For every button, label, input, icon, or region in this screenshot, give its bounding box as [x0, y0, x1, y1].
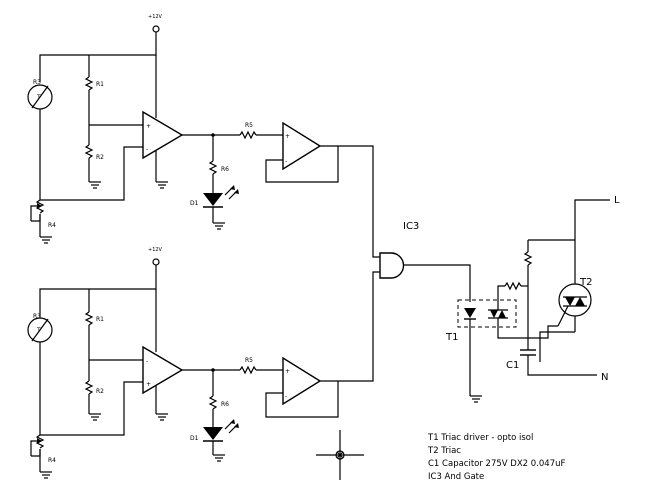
ground-icon	[155, 181, 169, 189]
r5-label-top: R5	[245, 122, 253, 129]
ground-icon	[88, 181, 102, 189]
resistor-r1-top: R1	[84, 76, 104, 91]
t1-label: T1	[445, 332, 458, 343]
thermistor-r3-top: T R3	[27, 79, 53, 110]
thermistor-t-label-bottom: T	[36, 327, 41, 334]
sensor-channel-bottom: +12V T R3 R1 R2 R4	[27, 247, 380, 479]
resistor-r6-top: R6	[208, 160, 229, 175]
resistor-r6-bottom: R6	[208, 395, 229, 410]
d1-label-bottom: D1	[190, 435, 199, 442]
opamp-plus-label: +	[146, 381, 151, 388]
r5-label-bottom: R5	[245, 357, 253, 364]
opamp-plus-label: +	[146, 123, 151, 130]
r2-label-bottom: R2	[96, 388, 104, 395]
d1-label-top: D1	[190, 200, 199, 207]
ground-icon	[212, 222, 226, 230]
led-d1-bottom: D1	[190, 419, 239, 442]
ground-icon	[88, 413, 102, 421]
legend-line-4: IC3 And Gate	[428, 472, 484, 482]
ic3-label: IC3	[403, 221, 419, 232]
opamp-minus-label: -	[146, 146, 148, 153]
r1-label-top: R1	[96, 81, 104, 88]
opamp-plus-label: +	[285, 368, 290, 375]
ground-icon	[39, 471, 53, 479]
resistor-r2-top: R2	[84, 144, 104, 161]
resistor-r5-bottom: R5	[239, 357, 257, 375]
r3-label-bottom: R3	[33, 313, 41, 320]
component-legend: T1 Triac driver - opto isol T2 Triac C1 …	[427, 433, 565, 482]
ground-icon	[212, 454, 226, 462]
line-terminal-label: L	[614, 195, 620, 206]
legend-line-1: T1 Triac driver - opto isol	[427, 433, 533, 443]
resistor-r2-bottom: R2	[84, 380, 104, 395]
r6-label-top: R6	[221, 166, 229, 173]
r6-label-bottom: R6	[221, 401, 229, 408]
legend-line-2: T2 Triac	[427, 446, 461, 456]
led-d1-top: D1	[190, 185, 239, 208]
resistor-r5-top: R5	[239, 122, 257, 140]
opamp-buffer-bottom: + -	[282, 356, 322, 406]
opamp-plus-label: +	[285, 133, 290, 140]
opamp-minus-label: -	[146, 358, 148, 365]
r2-label-top: R2	[96, 154, 104, 161]
thermistor-r3-bottom: T R3	[27, 313, 53, 343]
opamp-minus-label: -	[285, 393, 287, 400]
vcc-terminal-top: +12V	[148, 14, 163, 33]
and-gate-ic3: IC3	[379, 221, 419, 279]
sensor-channel-top: +12V T R3 R1 R2 R4	[27, 14, 380, 258]
c1-label: C1	[506, 360, 519, 371]
opamp-comparator-top: + -	[142, 110, 184, 160]
r1-label-bottom: R1	[96, 316, 104, 323]
capacitor-c1: C1	[506, 349, 536, 371]
opamp-minus-label: -	[285, 158, 287, 165]
r4-label-bottom: R4	[48, 457, 56, 464]
power-stage: L T2 C1 N	[504, 195, 620, 383]
resistor-r1-bottom: R1	[84, 311, 104, 326]
opamp-buffer-top: + -	[282, 121, 322, 171]
r3-label-top: R3	[33, 79, 41, 86]
neutral-terminal-label: N	[601, 372, 608, 383]
vcc-label-top: +12V	[148, 14, 163, 20]
vcc-terminal-bottom: +12V	[148, 247, 163, 266]
opto-triac-driver-t1: T1	[445, 299, 517, 343]
thermistor-t-label-top: T	[36, 94, 41, 101]
ground-icon	[469, 395, 483, 403]
r4-label-top: R4	[48, 222, 56, 229]
legend-line-3: C1 Capacitor 275V DX2 0.047uF	[428, 459, 565, 469]
vcc-label-bottom: +12V	[148, 247, 163, 253]
ground-icon	[155, 413, 169, 421]
ground-icon	[39, 236, 53, 244]
opamp-comparator-bottom: - +	[142, 345, 184, 395]
t2-label: T2	[579, 277, 592, 288]
crosshair-mark	[316, 430, 364, 480]
